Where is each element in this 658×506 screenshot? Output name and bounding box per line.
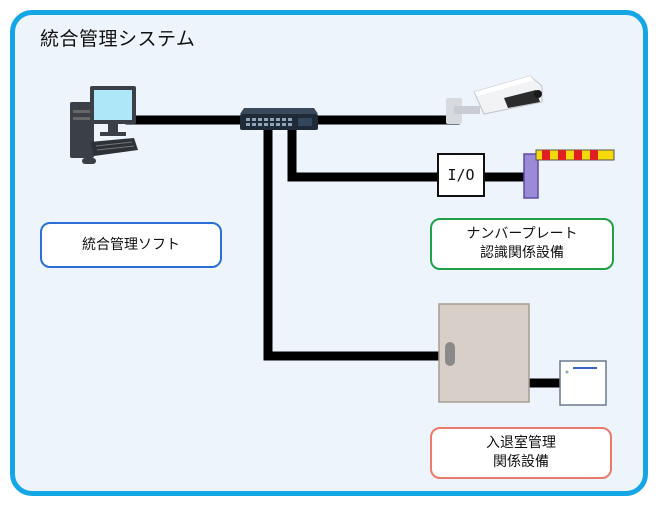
license-plate-label-line1: ナンバープレート [466,226,578,242]
card-reader-icon [559,360,607,406]
barrier-gate-icon [523,149,615,199]
desktop-computer-icon [70,86,138,164]
access-control-label-box: 入退室管理 関係設備 [430,427,612,479]
wire-switch-cabinet [263,125,447,361]
security-camera-icon [446,75,543,124]
software-label-box: 統合管理ソフト [40,222,222,268]
license-plate-label-box: ナンバープレート 認識関係設備 [430,218,614,270]
license-plate-label-line2: 認識関係設備 [480,245,564,261]
control-cabinet-icon [438,303,530,403]
access-control-label-line2: 関係設備 [493,454,549,470]
network-switch-icon [240,108,318,130]
wire-switch-io [287,125,442,182]
io-box: I/O [437,153,485,197]
software-label: 統合管理ソフト [82,236,180,253]
access-control-label-line1: 入退室管理 [486,435,556,451]
diagram-title: 統合管理システム [40,28,196,50]
